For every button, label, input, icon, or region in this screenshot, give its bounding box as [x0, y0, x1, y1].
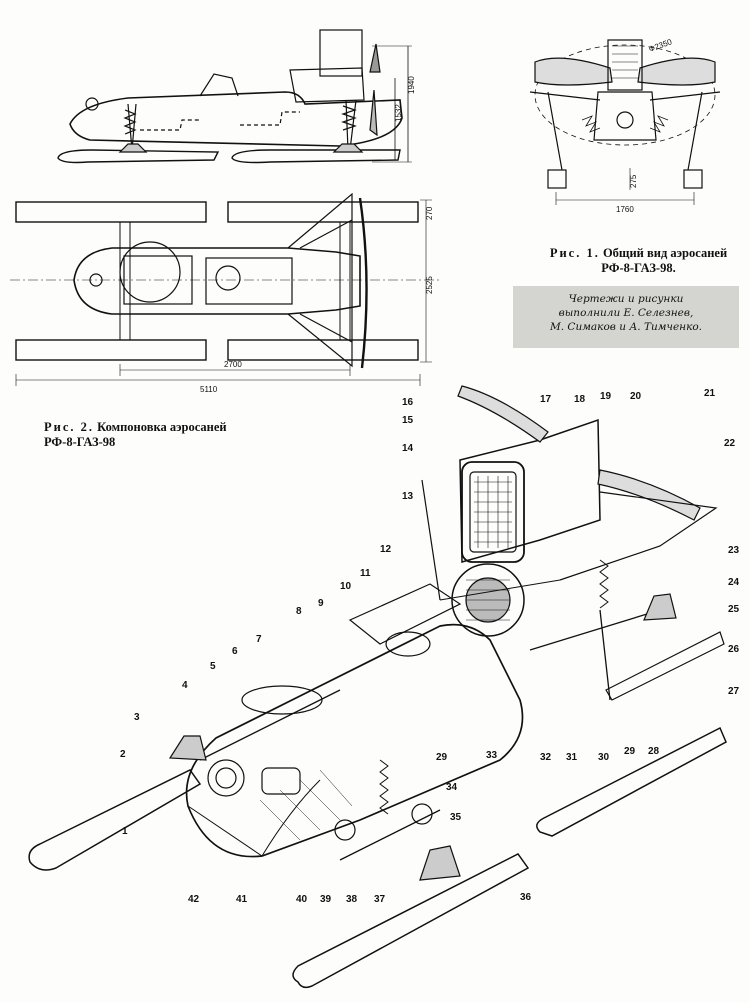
- fig2-caption-head: Рис. 2.: [44, 420, 95, 434]
- callout-21: 21: [704, 388, 716, 399]
- callout-14: 14: [402, 443, 414, 454]
- callout-34: 34: [446, 782, 458, 793]
- fig2-caption-text: Компоновка аэросаней: [97, 420, 227, 434]
- callout-17: 17: [540, 394, 552, 405]
- callout-4: 4: [182, 680, 188, 691]
- fig2-caption-model: РФ-8-ГАЗ-98: [44, 435, 116, 449]
- callout-19: 19: [600, 391, 612, 402]
- callout-11: 11: [360, 568, 371, 579]
- credits-line-2: выполнили Е. Селезнев,: [558, 307, 694, 319]
- callout-23: 23: [728, 545, 740, 556]
- callout-1: 1: [122, 826, 128, 837]
- callout-29b: 29: [436, 752, 448, 763]
- plan-view: [10, 192, 440, 386]
- callout-26: 26: [728, 644, 740, 655]
- callout-15: 15: [402, 415, 414, 426]
- fig2-caption: Рис. 2. Компоновка аэросаней РФ-8-ГАЗ-98: [44, 420, 284, 450]
- credits-line-3: М. Симаков и А. Тимченко.: [549, 321, 703, 333]
- callout-8: 8: [296, 606, 302, 617]
- callout-5: 5: [210, 661, 216, 672]
- dim-ski-width: 270: [425, 206, 434, 220]
- callout-36: 36: [520, 892, 532, 903]
- fig1-caption-head: Рис. 1.: [549, 246, 600, 260]
- callout-42: 42: [188, 894, 200, 905]
- callout-9: 9: [318, 598, 324, 609]
- callout-18: 18: [574, 394, 586, 405]
- side-view: [57, 29, 412, 164]
- callout-32: 32: [540, 752, 552, 763]
- callout-33: 33: [486, 750, 498, 761]
- dim-height-1: 1532: [394, 104, 403, 122]
- callout-10: 10: [340, 581, 352, 592]
- callout-37: 37: [374, 894, 386, 905]
- callout-40: 40: [296, 894, 308, 905]
- callout-2: 2: [120, 749, 126, 760]
- callout-22: 22: [724, 438, 736, 449]
- fig1-caption-model: РФ-8-ГАЗ-98.: [601, 261, 676, 275]
- callout-24: 24: [728, 577, 740, 588]
- callout-31: 31: [566, 752, 578, 763]
- callout-3: 3: [134, 712, 140, 723]
- callout-25: 25: [728, 604, 740, 615]
- dim-wheelbase: 2700: [224, 360, 242, 369]
- dim-track: 1760: [616, 205, 634, 214]
- callout-20: 20: [630, 391, 642, 402]
- callout-13: 13: [402, 491, 414, 502]
- dim-height-2: 1940: [407, 76, 416, 94]
- callout-27: 27: [728, 686, 740, 697]
- isometric-view: [28, 385, 727, 989]
- fig1-caption-text: Общий вид аэросаней: [602, 246, 728, 260]
- callout-38: 38: [346, 894, 358, 905]
- callout-41: 41: [236, 894, 248, 905]
- callout-29a: 29: [624, 746, 636, 757]
- dim-overall-length: 5110: [200, 385, 218, 394]
- credits-line-1: Чертежи и рисунки: [568, 293, 684, 305]
- front-view: [529, 39, 721, 205]
- callout-30: 30: [598, 752, 610, 763]
- dim-overall-width: 2525: [425, 276, 434, 294]
- credits-box: Чертежи и рисунки выполнили Е. Селезнев,…: [513, 286, 739, 348]
- callout-35: 35: [450, 812, 462, 823]
- callout-7: 7: [256, 634, 262, 645]
- dim-clearance: 275: [629, 174, 638, 188]
- callout-16: 16: [402, 397, 414, 408]
- fig1-caption: Рис. 1. Общий вид аэросаней РФ-8-ГАЗ-98.: [536, 246, 741, 276]
- callout-39: 39: [320, 894, 332, 905]
- callout-12: 12: [380, 544, 392, 555]
- callout-6: 6: [232, 646, 238, 657]
- callout-28: 28: [648, 746, 660, 757]
